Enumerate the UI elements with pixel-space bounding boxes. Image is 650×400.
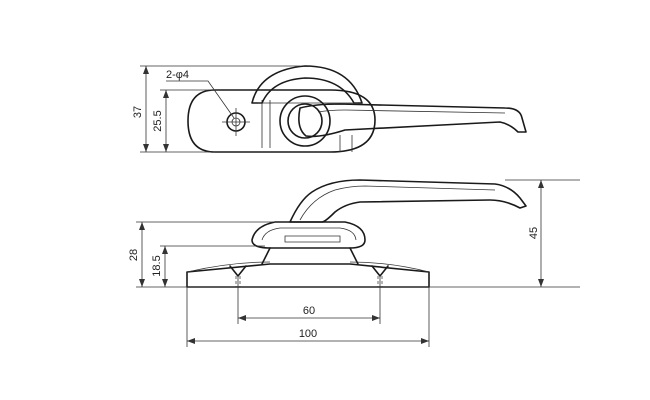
top-view: 2-φ4 37 25.5 [132, 65, 527, 153]
dim-25-5-label: 25.5 [152, 110, 164, 131]
side-view-base-plate [186, 263, 430, 288]
dim-18-5: 18.5 [151, 246, 168, 287]
dim-28-label: 28 [128, 249, 140, 261]
side-view-housing [251, 221, 366, 249]
dim-45-label: 45 [528, 227, 540, 239]
dim-60: 60 [238, 305, 380, 321]
top-view-end-tab [339, 135, 353, 152]
top-view-lever-handle [298, 103, 527, 138]
dim-37-label: 37 [132, 106, 144, 118]
side-view-housing-inner [261, 227, 357, 241]
hole-callout-leader [166, 80, 235, 119]
top-view-screw-hole [222, 108, 250, 136]
dim-60-label: 60 [303, 305, 315, 317]
dim-100-label: 100 [299, 328, 317, 340]
dim-28: 28 [128, 222, 145, 287]
side-view-lever-edge [299, 185, 496, 221]
top-view-base-plate [187, 89, 376, 153]
side-view-housing-neck [261, 247, 359, 265]
top-view-lever-edge [317, 109, 506, 114]
dim-45: 45 [528, 180, 544, 287]
side-view-housing-slot [284, 235, 341, 243]
dim-25-5: 25.5 [152, 90, 169, 152]
dim-18-5-label: 18.5 [151, 255, 163, 276]
top-view-lever-hub [279, 95, 331, 147]
top-view-cover [251, 65, 363, 104]
dim-100: 100 [187, 328, 429, 344]
side-view: 28 18.5 45 60 100 [128, 179, 580, 347]
side-view-lever [289, 179, 527, 223]
top-view-slot [261, 100, 271, 148]
dim-37: 37 [132, 66, 149, 152]
hole-callout-label: 2-φ4 [166, 69, 189, 81]
